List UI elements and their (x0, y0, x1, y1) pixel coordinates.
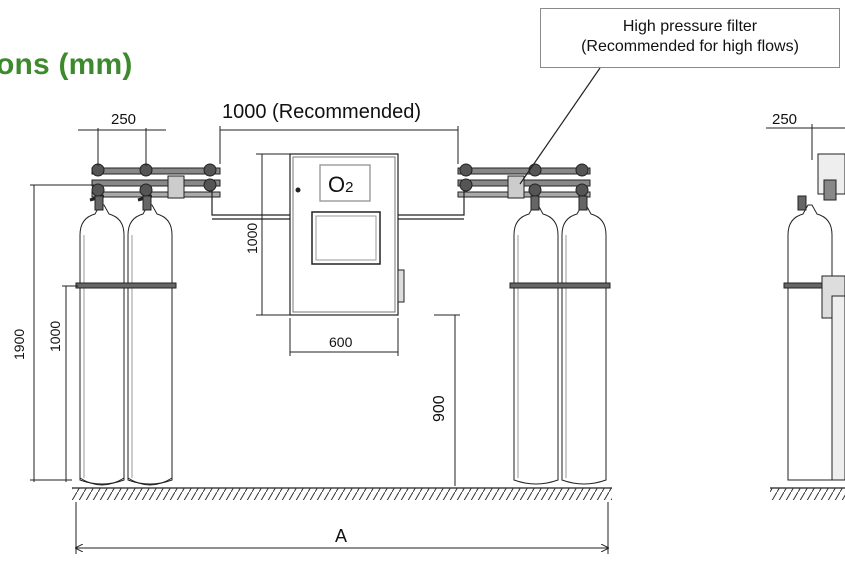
callout-line-2: (Recommended for high flows) (581, 38, 799, 55)
dim-bracket-height (62, 285, 78, 482)
side-view-partial (766, 124, 845, 481)
high-pressure-filter-callout: High pressure filter (Recommended for hi… (540, 8, 840, 68)
dim-label-overall-length: A (335, 526, 347, 546)
dim-label-spacing-left: 250 (111, 111, 136, 128)
dim-label-spacing-right: 250 (772, 111, 797, 128)
right-manifold (398, 163, 591, 220)
o2-label: O2 (328, 172, 353, 197)
o2-label-box (319, 164, 371, 202)
dim-cabinet-width (289, 318, 399, 356)
left-cylinder-bank (75, 204, 177, 486)
dim-overall-length (76, 502, 608, 554)
dim-cylinder-spacing-left (78, 128, 166, 166)
dim-label-cabinet-height: 1000 (244, 223, 260, 254)
dim-label-mount-height: 900 (431, 395, 448, 422)
page-title: ons (mm) (0, 48, 133, 81)
dim-cabinet-height (256, 153, 290, 316)
dim-label-clearance: 1000 (Recommended) (222, 101, 421, 123)
dim-label-bracket-height: 1000 (47, 321, 63, 352)
dim-label-total-height: 1900 (11, 329, 27, 360)
dim-total-height (30, 184, 94, 482)
dim-label-cabinet-width: 600 (329, 334, 353, 350)
callout-leader-line (519, 67, 601, 185)
floor-ground (72, 487, 845, 500)
callout-line-1: High pressure filter (622, 18, 758, 35)
dim-mount-height (434, 314, 460, 486)
left-manifold (89, 163, 292, 220)
dim-clearance (219, 126, 459, 164)
right-cylinder-bank (509, 204, 611, 485)
